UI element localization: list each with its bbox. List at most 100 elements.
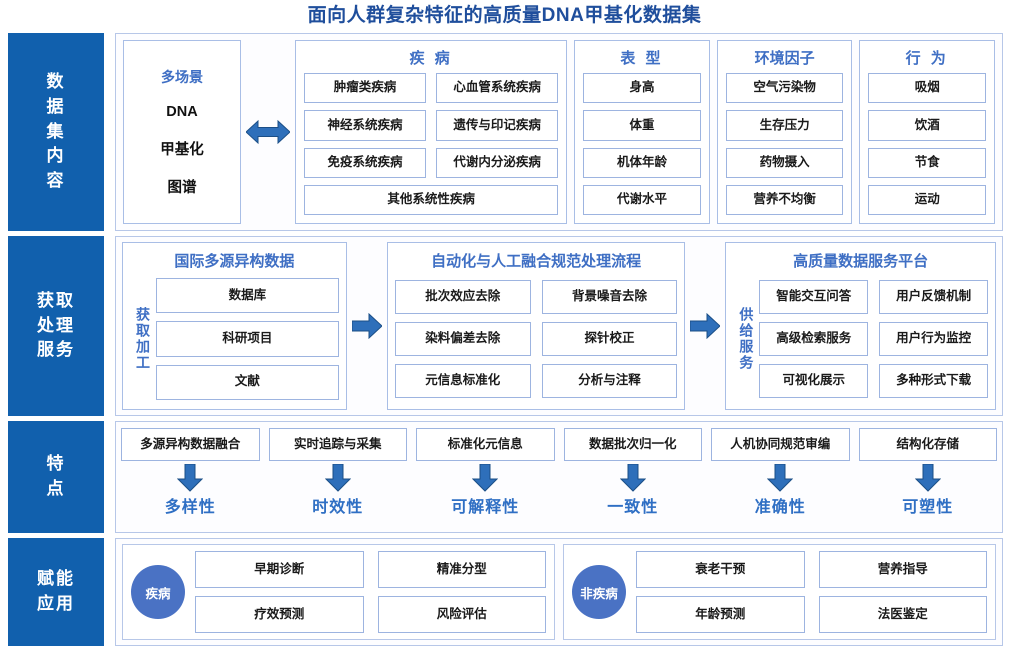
international-data-list: 数据库 科研项目 文献 — [156, 276, 339, 402]
processing-item[interactable]: 元信息标准化 — [394, 364, 531, 398]
sidebar-acquisition-service: 获取 处理 服务 — [8, 236, 104, 416]
service-item[interactable]: 用户反馈机制 — [879, 280, 989, 314]
arrow-right-icon — [685, 242, 725, 410]
column-divider — [852, 40, 859, 224]
feature-source[interactable]: 实时追踪与采集 — [268, 428, 407, 461]
phenotype-item[interactable]: 机体年龄 — [583, 147, 701, 178]
panel-inner: 供给服务 智能交互问答 高级检索服务 可视化展示 用户反馈机制 用户行为监控 多… — [733, 276, 989, 402]
disease-grid: 肿瘤类疾病 心血管系统疾病 神经系统疾病 遗传与印记疾病 免疫系统疾病 代谢内分… — [304, 73, 559, 215]
application-group-disease: 疾病 早期诊断 精准分型 疗效预测 风险评估 — [122, 544, 555, 640]
environment-item[interactable]: 空气污染物 — [725, 73, 844, 104]
behavior-item[interactable]: 饮酒 — [868, 110, 987, 141]
sidebar-char: 数 — [46, 72, 66, 92]
application-item[interactable]: 年龄预测 — [636, 596, 805, 633]
disease-item[interactable]: 免疫系统疾病 — [304, 147, 427, 178]
panel-data-service-platform: 高质量数据服务平台 供给服务 智能交互问答 高级检索服务 可视化展示 用户反馈机… — [725, 242, 996, 410]
service-item[interactable]: 用户行为监控 — [879, 322, 989, 356]
feature-source[interactable]: 标准化元信息 — [416, 428, 555, 461]
applications-body: 疾病 早期诊断 精准分型 疗效预测 风险评估 非疾病 衰老干预 — [115, 538, 1003, 646]
disease-row: 其他系统性疾病 — [304, 184, 559, 215]
disease-row: 肿瘤类疾病 心血管系统疾病 — [304, 73, 559, 104]
processing-left-list: 批次效应去除 染料偏差去除 元信息标准化 — [394, 278, 531, 400]
environment-item[interactable]: 生存压力 — [725, 110, 844, 141]
arrow-right-icon — [347, 242, 387, 410]
features-list: 多源异构数据融合 多样性 实时追踪与采集 时效性 — [121, 428, 997, 526]
features-body: 多源异构数据融合 多样性 实时追踪与采集 时效性 — [115, 421, 1003, 533]
phenotype-item[interactable]: 身高 — [583, 73, 701, 104]
disease-row: 神经系统疾病 遗传与印记疾病 — [304, 110, 559, 141]
feature-source[interactable]: 人机协同规范审编 — [711, 428, 850, 461]
feature-source[interactable]: 结构化存储 — [858, 428, 997, 461]
behavior-item[interactable]: 运动 — [868, 184, 987, 215]
processing-item[interactable]: 分析与注释 — [541, 364, 678, 398]
application-item[interactable]: 营养指导 — [818, 551, 987, 588]
application-item[interactable]: 风险评估 — [377, 596, 546, 633]
arrow-down-icon — [767, 464, 794, 492]
sidebar-word: 获取 — [37, 291, 75, 311]
phenotype-item[interactable]: 体重 — [583, 110, 701, 141]
group-title-behavior: 行 为 — [905, 50, 949, 67]
service-right-list: 用户反馈机制 用户行为监控 多种形式下载 — [879, 278, 989, 400]
disease-row: 免疫系统疾病 代谢内分泌疾病 — [304, 147, 559, 178]
panel-processing-workflow: 自动化与人工融合规范处理流程 批次效应去除 染料偏差去除 元信息标准化 背景噪音… — [386, 242, 686, 410]
feature-source[interactable]: 多源异构数据融合 — [121, 428, 260, 461]
vertical-label-supply-service: 供给服务 — [738, 307, 755, 371]
methylation-label: 甲基化 — [160, 141, 204, 158]
behavior-item[interactable]: 节食 — [868, 147, 987, 178]
disease-item[interactable]: 肿瘤类疾病 — [304, 73, 427, 104]
processing-item[interactable]: 探针校正 — [541, 322, 678, 356]
sidebar-word: 服务 — [37, 340, 75, 360]
disease-item[interactable]: 心血管系统疾病 — [436, 73, 559, 104]
processing-item[interactable]: 背景噪音去除 — [541, 280, 678, 314]
data-source-item[interactable]: 科研项目 — [156, 321, 339, 357]
processing-item[interactable]: 批次效应去除 — [394, 280, 531, 314]
behavior-item[interactable]: 吸烟 — [868, 73, 987, 104]
disease-item[interactable]: 神经系统疾病 — [304, 110, 427, 141]
application-item[interactable]: 疗效预测 — [195, 596, 364, 633]
data-source-item[interactable]: 数据库 — [156, 278, 339, 314]
row-acquisition-service: 获取 处理 服务 国际多源异构数据 获取加工 数据库 科研项目 文献 — [0, 236, 1009, 416]
sidebar-char: 集 — [46, 121, 66, 141]
application-item[interactable]: 精准分型 — [377, 551, 546, 588]
feature-block: 实时追踪与采集 时效性 — [268, 428, 407, 526]
service-item[interactable]: 智能交互问答 — [759, 280, 869, 314]
arrow-down-icon — [324, 464, 351, 492]
group-behavior: 行 为 吸烟 饮酒 节食 运动 — [859, 40, 996, 224]
sidebar-word: 应用 — [37, 594, 75, 613]
disease-item-other[interactable]: 其他系统性疾病 — [304, 184, 559, 215]
service-item[interactable]: 可视化展示 — [759, 364, 869, 398]
dna-methylation-atlas-box: 多场景 DNA 甲基化 图谱 — [123, 40, 241, 224]
sidebar-word: 处理 — [37, 315, 75, 335]
feature-keyword: 多样性 — [164, 499, 216, 516]
processing-two-column: 批次效应去除 染料偏差去除 元信息标准化 背景噪音去除 探针校正 分析与注释 — [394, 276, 678, 402]
disease-item[interactable]: 代谢内分泌疾病 — [436, 147, 559, 178]
application-row: 早期诊断 精准分型 — [195, 551, 546, 588]
data-source-item[interactable]: 文献 — [156, 364, 339, 400]
phenotype-item[interactable]: 代谢水平 — [583, 184, 701, 215]
arrow-down-icon — [619, 464, 646, 492]
application-item[interactable]: 衰老干预 — [636, 551, 805, 588]
phenotype-list: 身高 体重 机体年龄 代谢水平 — [583, 73, 701, 215]
environment-item[interactable]: 营养不均衡 — [725, 184, 844, 215]
service-item[interactable]: 高级检索服务 — [759, 322, 869, 356]
feature-block: 多源异构数据融合 多样性 — [121, 428, 260, 526]
processing-item[interactable]: 染料偏差去除 — [394, 322, 531, 356]
feature-keyword: 准确性 — [754, 499, 806, 516]
arrow-down-icon — [177, 464, 204, 492]
disease-application-grid: 早期诊断 精准分型 疗效预测 风险评估 — [195, 551, 546, 633]
service-item[interactable]: 多种形式下载 — [879, 364, 989, 398]
acquisition-service-body: 国际多源异构数据 获取加工 数据库 科研项目 文献 自动化与人工融合规范处理流程 — [115, 236, 1003, 416]
column-divider — [710, 40, 717, 224]
panel-international-data: 国际多源异构数据 获取加工 数据库 科研项目 文献 — [122, 242, 347, 410]
disease-item[interactable]: 遗传与印记疾病 — [436, 110, 559, 141]
environment-item[interactable]: 药物摄入 — [725, 147, 844, 178]
sidebar-char: 点 — [46, 479, 66, 498]
sidebar-applications: 赋能 应用 — [8, 538, 104, 646]
application-item[interactable]: 早期诊断 — [195, 551, 364, 588]
application-item[interactable]: 法医鉴定 — [818, 596, 987, 633]
panel-title-data-service-platform: 高质量数据服务平台 — [793, 253, 929, 270]
panel-title-international-data: 国际多源异构数据 — [174, 253, 295, 270]
feature-source[interactable]: 数据批次归一化 — [563, 428, 702, 461]
sidebar-char: 据 — [46, 97, 66, 117]
group-title-disease: 疾 病 — [409, 50, 453, 67]
